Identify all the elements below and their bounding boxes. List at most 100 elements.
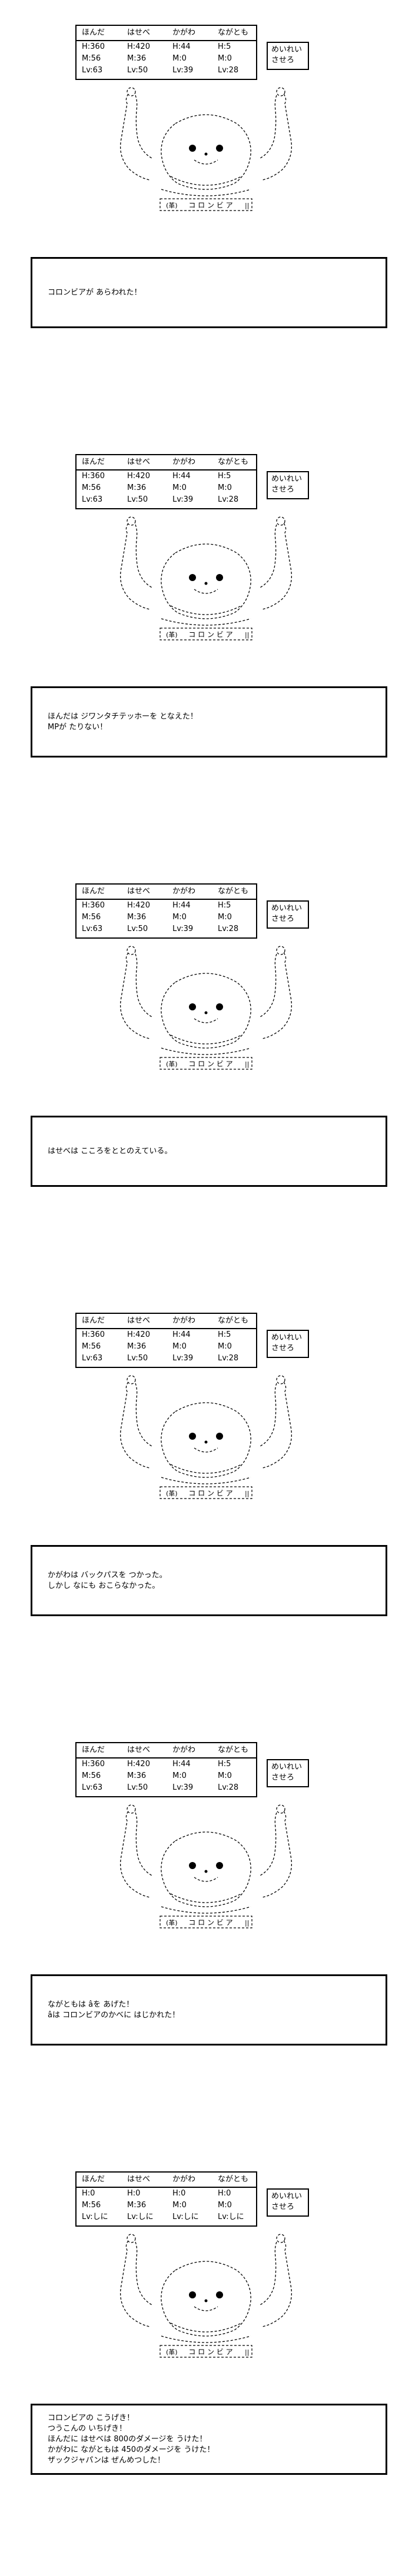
level-row: Lv:63 Lv:50 Lv:39 Lv:28 — [77, 65, 256, 76]
mp-value: M:56 — [82, 1771, 101, 1780]
level-value: Lv:しに — [172, 2213, 199, 2221]
level-value: Lv:63 — [82, 925, 103, 933]
message-window: かがわは バックパスを つかった。しかし なにも おこらなかった。 — [31, 1545, 387, 1616]
message-line: ほんだに はせべは 800のダメージを うけた！ — [48, 2435, 207, 2444]
level-row: Lv:63 Lv:50 Lv:39 Lv:28 — [77, 1353, 256, 1364]
party-names-row: ほんだ はせべ かがわ ながとも — [77, 455, 256, 471]
party-status-window: ほんだ はせべ かがわ ながとも H:360 H:420 H:44 H:5 M:… — [75, 1742, 257, 1797]
party-names-row: ほんだ はせべ かがわ ながとも — [77, 26, 256, 41]
mp-value: M:0 — [218, 913, 232, 922]
left-arm — [119, 94, 150, 181]
command-line-2[interactable]: させろ — [271, 1773, 295, 1782]
level-value: Lv:39 — [172, 1783, 194, 1792]
monster-body — [161, 973, 251, 1049]
party-names-row: ほんだ はせべ かがわ ながとも — [77, 1743, 256, 1759]
left-hand — [127, 1804, 136, 1814]
command-line-1[interactable]: めいれい — [271, 1333, 303, 1342]
mp-row: M:56 M:36 M:0 M:0 — [77, 1341, 256, 1353]
mp-value: M:0 — [218, 483, 232, 492]
right-arm — [262, 1811, 293, 1898]
command-window[interactable]: めいれい させろ — [267, 42, 309, 70]
command-line-2[interactable]: させろ — [271, 2203, 295, 2211]
command-line-1[interactable]: めいれい — [271, 45, 303, 54]
nose — [204, 1440, 208, 1444]
message-line: しかし なにも おこらなかった。 — [48, 1581, 160, 1590]
monster-mouth — [194, 2306, 218, 2311]
nameplate-frame — [160, 1057, 252, 1070]
command-line-2[interactable]: させろ — [271, 1344, 295, 1353]
member-name: ほんだ — [82, 28, 105, 37]
member-name: ながとも — [218, 1746, 249, 1754]
command-line-1[interactable]: めいれい — [271, 904, 303, 913]
right-hand — [276, 2234, 285, 2243]
nameplate-mark: (革) — [166, 1060, 178, 1068]
mp-value: M:36 — [127, 913, 147, 922]
command-line-2[interactable]: させろ — [271, 56, 295, 65]
mp-value: M:36 — [127, 2201, 147, 2210]
left-eye — [189, 1862, 196, 1869]
monster-mouth — [194, 589, 218, 594]
command-line-2[interactable]: させろ — [271, 915, 295, 923]
command-line-1[interactable]: めいれい — [271, 2192, 303, 2201]
command-line-2[interactable]: させろ — [271, 485, 295, 494]
level-value: Lv:50 — [127, 66, 148, 75]
hp-value: H:5 — [218, 901, 231, 910]
member-name: ほんだ — [82, 887, 105, 896]
right-arm-inner — [258, 1383, 277, 1447]
command-window[interactable]: めいれい させろ — [267, 2188, 309, 2217]
nose — [204, 582, 208, 585]
monster-mouth — [194, 1447, 218, 1453]
hp-value: H:360 — [82, 1330, 105, 1339]
level-row: Lv:63 Lv:50 Lv:39 Lv:28 — [77, 923, 256, 935]
monster-base — [161, 2335, 251, 2343]
nameplate-end: || — [245, 202, 249, 209]
nameplate-end: || — [245, 2348, 249, 2356]
message-line: ながともは âを あげた！ — [48, 2000, 134, 2009]
party-status-window: ほんだ はせべ かがわ ながとも H:360 H:420 H:44 H:5 M:… — [75, 883, 257, 939]
nose — [204, 2299, 208, 2303]
command-window[interactable]: めいれい させろ — [267, 471, 309, 499]
nameplate-end: || — [245, 1919, 249, 1927]
monster-outline — [119, 1804, 293, 1914]
level-value: Lv:28 — [218, 925, 239, 933]
message-window: ながともは âを あげた！âは コロンビアのかべに はじかれた！ — [31, 1974, 387, 2046]
monster-outline — [119, 2234, 293, 2343]
left-arm-inner — [135, 2241, 154, 2306]
left-eye — [189, 574, 196, 581]
hp-value: H:5 — [218, 1760, 231, 1769]
monster-eyes — [189, 2291, 223, 2303]
mp-value: M:0 — [172, 913, 187, 922]
hp-value: H:0 — [127, 2189, 141, 2198]
monster-base — [161, 618, 251, 626]
monster-belly — [170, 1035, 242, 1045]
member-name: はせべ — [127, 887, 151, 896]
mp-row: M:56 M:36 M:0 M:0 — [77, 1770, 256, 1782]
command-line-1[interactable]: めいれい — [271, 475, 303, 483]
member-name: ながとも — [218, 458, 249, 466]
battle-panel: ほんだ はせべ かがわ ながとも H:360 H:420 H:44 H:5 M:… — [0, 859, 412, 1288]
monster-outline — [119, 946, 293, 1055]
message-line: ザックジャパンは ぜんめつした！ — [48, 2456, 165, 2465]
left-hand — [127, 516, 136, 526]
nameplate-mark: (革) — [166, 630, 178, 639]
enemy-nameplate: (革) コ ロ ン ビ ア || — [160, 2345, 252, 2358]
nameplate-end: || — [245, 631, 249, 639]
command-window[interactable]: めいれい させろ — [267, 900, 309, 929]
message-window: コロンビアの こうげき！つうこんの いちげき！ほんだに はせべは 800のダメー… — [31, 2404, 387, 2475]
hp-value: H:44 — [172, 42, 191, 51]
enemy-monster-art: (革) コ ロ ン ビ ア || — [119, 516, 293, 640]
party-status-window: ほんだ はせべ かがわ ながとも H:360 H:420 H:44 H:5 M:… — [75, 25, 257, 80]
command-window[interactable]: めいれい させろ — [267, 1759, 309, 1787]
monster-outline — [119, 516, 293, 626]
command-window[interactable]: めいれい させろ — [267, 1330, 309, 1358]
level-value: Lv:28 — [218, 66, 239, 75]
left-hand — [127, 1375, 136, 1384]
monster-belly — [170, 1893, 242, 1903]
mp-value: M:0 — [172, 54, 187, 63]
nameplate-mark: (革) — [166, 201, 178, 209]
left-arm — [119, 1382, 150, 1469]
message-line: MPが たりない！ — [48, 723, 108, 732]
message-window: コロンビアが あらわれた！ — [31, 257, 387, 328]
monster-mouth — [194, 1018, 218, 1023]
command-line-1[interactable]: めいれい — [271, 1763, 303, 1771]
